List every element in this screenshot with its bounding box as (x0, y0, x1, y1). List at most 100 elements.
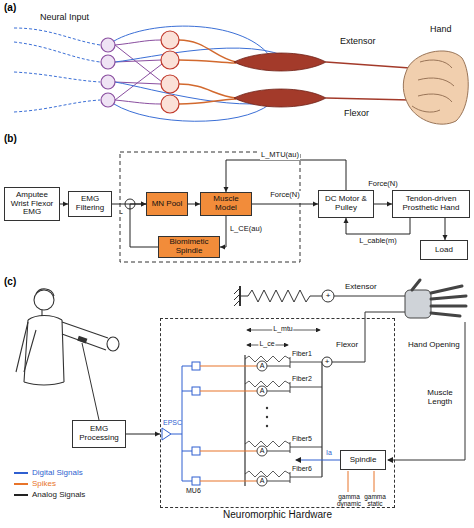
arrowhead (344, 218, 349, 223)
process-box: EMG Filtering (68, 191, 112, 217)
extensor-tendon (334, 296, 405, 297)
label-text: MU6 (186, 487, 201, 495)
box-text: Muscle Model (203, 195, 249, 213)
ellipsis-dots (266, 407, 268, 409)
hand-drawing (418, 94, 452, 102)
prosthetic-hand (405, 280, 466, 318)
hand-drawing (420, 60, 452, 68)
neuron-circle (101, 75, 115, 89)
motor-neuron-circle (161, 95, 179, 113)
interneuron-lines (115, 64, 162, 100)
legend-swatch (14, 483, 28, 485)
gamma-inputs (348, 471, 374, 492)
interneuron-lines (115, 40, 161, 45)
label-text: A (260, 362, 265, 370)
label-text: Fiber5 (292, 435, 312, 443)
fiber-spring (245, 441, 290, 447)
person-figure (16, 289, 119, 385)
actuator-circle (257, 446, 267, 456)
neuron-circle (101, 55, 115, 69)
person-figure (28, 310, 62, 320)
label-text: Hand (430, 24, 452, 34)
motor-unit-block (192, 362, 200, 370)
edge-label: L_CE(au) (229, 225, 263, 234)
spike-line (200, 365, 257, 366)
label-text: Flexor (344, 108, 369, 118)
gamma-inputs (348, 471, 374, 492)
digital-line (182, 451, 192, 452)
legend-row: Analog Signals (14, 490, 85, 499)
label-text: L_mtu (272, 325, 293, 333)
prosthetic-hand (431, 286, 466, 316)
edge-label: Force(N) (269, 191, 301, 200)
motor-neuron-circle (161, 75, 179, 93)
box-text: DC Motor & Pulley (321, 195, 371, 213)
neural-input-lines (14, 72, 100, 82)
label-text: Fiber6 (292, 465, 312, 473)
motor-unit-block (192, 477, 200, 485)
label-text: (c) (4, 276, 16, 288)
neural-input-lines (14, 28, 100, 112)
prosthetic-hand (412, 280, 420, 290)
fiber-spring (245, 381, 290, 387)
process-box: Tendon-driven Prosthetic Hand (392, 190, 470, 218)
label-text: A (260, 477, 265, 485)
digital-line (182, 481, 192, 482)
label-text: + (325, 357, 330, 366)
box-text: Spindle (350, 456, 377, 465)
fiber-sum (322, 357, 332, 367)
legend-text: Spikes (32, 479, 56, 488)
fixed-wall (234, 288, 240, 306)
label-text: L_ce (258, 340, 275, 348)
connector (60, 202, 68, 207)
fiber-rows (182, 356, 322, 486)
neuron-circle (101, 38, 115, 107)
tendon (326, 98, 410, 100)
process-box: MN Pool (146, 192, 188, 216)
muscle (234, 53, 326, 107)
label-text: EPSC (163, 419, 182, 427)
fiber-output (290, 387, 322, 388)
fiber-line (267, 472, 290, 483)
neuron-circle (101, 93, 115, 107)
tendon (326, 62, 410, 68)
epsc-symbol (162, 366, 182, 481)
fiber-spring (245, 471, 290, 477)
label-text: A (260, 387, 265, 395)
spike-line (200, 450, 257, 451)
hardware-region: Neuromorphic HardwareSpindle (160, 318, 395, 508)
label-text: Fiber1 (292, 350, 312, 358)
ellipsis-dots (266, 416, 268, 418)
connector-line (226, 160, 346, 192)
muscle (234, 89, 326, 107)
motor-neuron-axons (179, 60, 236, 63)
person-figure (62, 322, 108, 350)
electrode-wire (82, 343, 99, 420)
fiber-line (267, 442, 290, 453)
muscle (234, 53, 326, 71)
connector (252, 202, 318, 207)
label-text: gamma static (362, 493, 388, 508)
ellipsis-dots (266, 407, 268, 427)
fiber-output (290, 447, 322, 448)
box-text: Tendon-driven Prosthetic Hand (395, 195, 467, 213)
electrode-wire (82, 343, 99, 420)
fixed-wall (241, 290, 322, 302)
connector (188, 202, 200, 207)
fiber-output (290, 362, 322, 363)
motor-neuron-axons (179, 84, 236, 98)
neural-input-lines (14, 100, 100, 112)
motor-neuron-axons (179, 40, 236, 62)
emg-electrode (77, 336, 87, 344)
afferent-lines (114, 26, 292, 121)
label-text: + (326, 291, 331, 300)
label-text: - (120, 208, 123, 218)
model-boundary (120, 152, 300, 262)
box-text: EMG Filtering (71, 195, 109, 213)
connector (374, 202, 392, 207)
actuator-circle (257, 386, 267, 396)
connector-line (126, 434, 160, 435)
interneuron-lines (115, 40, 162, 104)
extensor-tendon (322, 290, 334, 302)
